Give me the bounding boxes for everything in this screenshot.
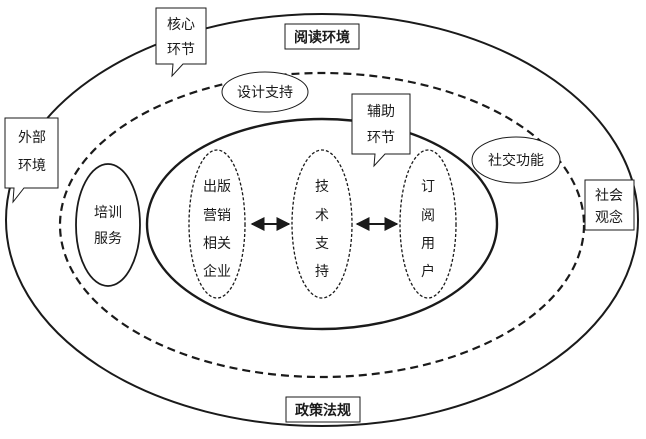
social-function-ellipse: [471, 136, 561, 184]
middle-dashed-ellipse: [58, 71, 586, 379]
ext-label-2: 环境: [18, 158, 46, 174]
aux-callout: [351, 93, 411, 168]
social-concept-label-2: 观念: [595, 209, 623, 226]
design-support-label: 设计支持: [237, 85, 293, 101]
reading-env-label: 阅读环境: [294, 29, 350, 46]
publisher-label-3: 相关: [203, 236, 231, 252]
tech-label-2: 术: [315, 208, 329, 224]
social-function-label: 社交功能: [488, 152, 544, 169]
tech-label-1: 技: [315, 179, 329, 195]
publisher-label-1: 出版: [203, 179, 231, 195]
subscriber-label-4: 户: [421, 263, 435, 280]
subscriber-label-3: 用: [421, 236, 435, 252]
external-callout: [4, 117, 59, 204]
policy-label: 政策法规: [295, 402, 351, 419]
training-ellipse: [75, 163, 141, 287]
publisher-label-2: 营销: [203, 208, 231, 224]
subscriber-label-2: 阅: [421, 208, 435, 224]
policy-box: [285, 396, 361, 423]
core-label-2: 环节: [167, 42, 195, 58]
aux-label-1: 辅助: [367, 104, 395, 120]
design-support-ellipse: [221, 71, 309, 113]
core-callout: [155, 7, 207, 78]
tech-label-3: 支: [315, 236, 329, 252]
tech-label-4: 持: [315, 264, 329, 280]
training-label-2: 服务: [94, 231, 122, 247]
ext-label-1: 外部: [18, 130, 46, 146]
aux-label-2: 环节: [367, 130, 395, 146]
core-label-1: 核心: [167, 17, 195, 33]
tech-ellipse: [291, 149, 353, 299]
subscriber-ellipse: [399, 149, 457, 299]
reading-env-box: [284, 23, 360, 50]
publisher-ellipse: [188, 149, 246, 299]
outer-ellipse: [5, 13, 639, 427]
inner-ellipse: [145, 117, 499, 331]
publisher-label-4: 企业: [203, 263, 231, 280]
subscriber-label-1: 订: [421, 179, 435, 195]
social-concept-label-1: 社会: [595, 188, 623, 204]
training-label-1: 培训: [94, 205, 122, 221]
social-concept-box: [584, 179, 635, 231]
